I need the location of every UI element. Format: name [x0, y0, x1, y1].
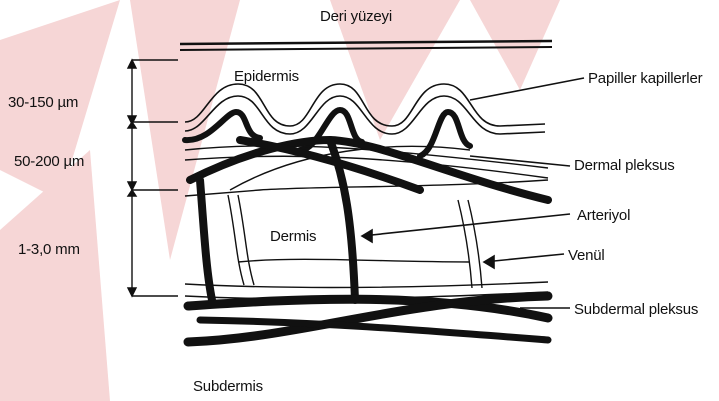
epidermis-label: Epidermis	[234, 68, 299, 85]
venule-label: Venül	[568, 247, 605, 264]
watermark	[0, 0, 560, 401]
skin-surface-label: Deri yüzeyi	[320, 8, 392, 25]
arteriole-label: Arteriyol	[577, 207, 630, 224]
epidermis-thickness-label: 30-150 µm	[8, 94, 78, 111]
dermal-plexus-label: Dermal pleksus	[574, 157, 675, 174]
subdermal-plexus-label: Subdermal pleksus	[574, 301, 698, 318]
arteriole-network	[190, 140, 548, 300]
subdermal-plexus	[188, 296, 548, 342]
dermis-label: Dermis	[270, 228, 316, 245]
papillary-capillaries	[185, 110, 470, 156]
dermis-thickness-label: 1-3,0 mm	[18, 241, 80, 258]
subdermis-label: Subdermis	[193, 378, 263, 395]
papillary-capillaries-label: Papiller kapillerler	[588, 70, 702, 87]
papillary-thickness-label: 50-200 µm	[14, 153, 84, 170]
